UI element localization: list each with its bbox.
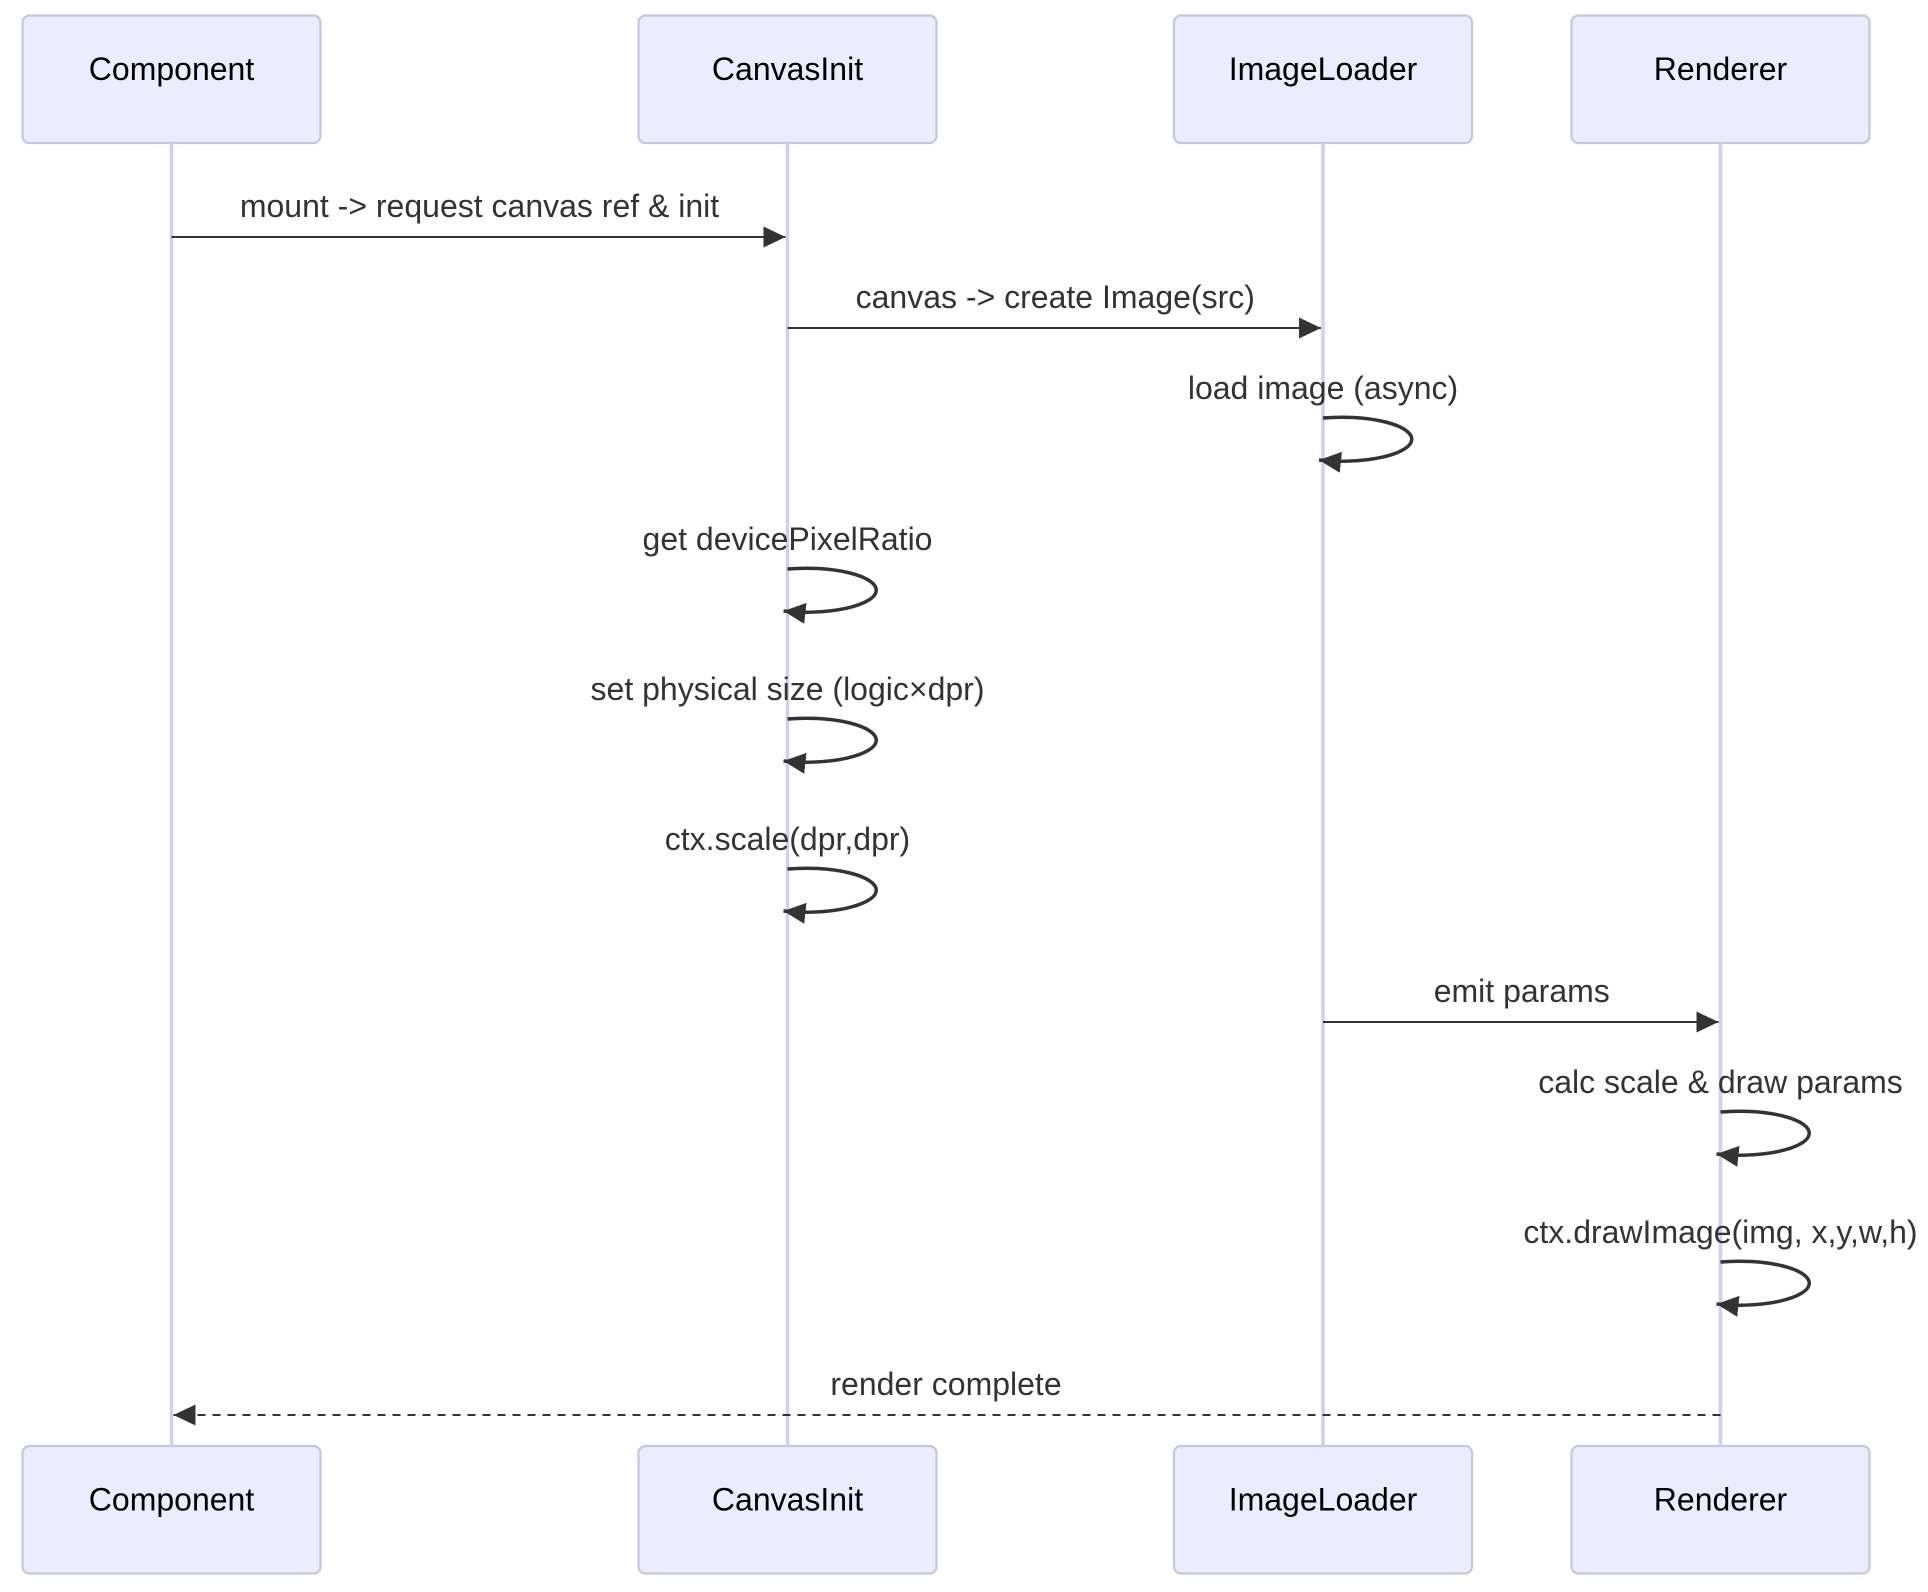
svg-text:load image (async): load image (async) (1188, 370, 1458, 406)
svg-text:Renderer: Renderer (1654, 1481, 1788, 1517)
svg-text:ImageLoader: ImageLoader (1229, 1481, 1418, 1517)
svg-text:ctx.scale(dpr,dpr): ctx.scale(dpr,dpr) (665, 821, 910, 857)
svg-text:get devicePixelRatio: get devicePixelRatio (643, 521, 933, 557)
svg-text:Renderer: Renderer (1654, 51, 1788, 87)
svg-text:render complete: render complete (830, 1366, 1061, 1402)
svg-text:canvas -> create Image(src): canvas -> create Image(src) (856, 279, 1255, 315)
svg-text:CanvasInit: CanvasInit (712, 51, 863, 87)
svg-text:mount -> request canvas ref &: mount -> request canvas ref & init (240, 188, 719, 224)
svg-text:set physical size (logic×dpr): set physical size (logic×dpr) (591, 671, 985, 707)
svg-text:Component: Component (89, 51, 255, 87)
svg-text:ctx.drawImage(img, x,y,w,h): ctx.drawImage(img, x,y,w,h) (1523, 1214, 1917, 1250)
svg-text:calc scale & draw params: calc scale & draw params (1538, 1064, 1903, 1100)
svg-text:ImageLoader: ImageLoader (1229, 51, 1418, 87)
svg-text:Component: Component (89, 1481, 255, 1517)
svg-text:CanvasInit: CanvasInit (712, 1481, 863, 1517)
svg-text:emit params: emit params (1434, 973, 1610, 1009)
